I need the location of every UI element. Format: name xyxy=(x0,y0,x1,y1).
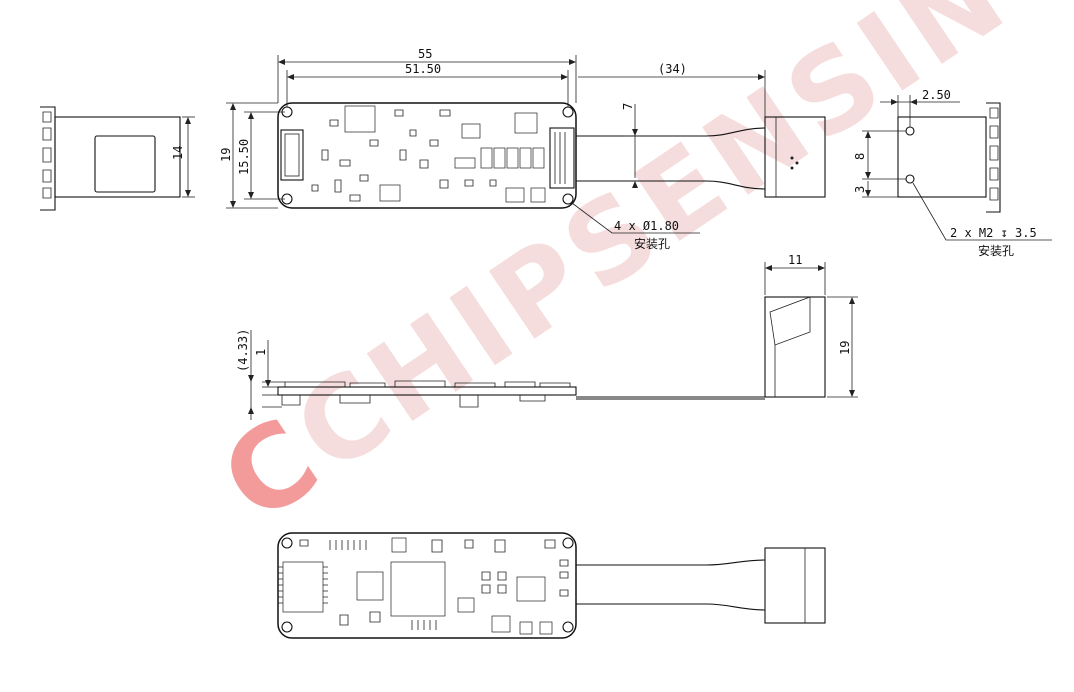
top-view: 7 55 51.50 (34) 19 xyxy=(219,47,826,251)
led-row xyxy=(480,147,545,169)
dim-side-overall: (4.33) xyxy=(236,329,250,372)
callout-board-holes-label: 安装孔 xyxy=(634,236,670,251)
connector-side-view: 11 19 xyxy=(764,253,858,398)
dim-side-thickness: 1 xyxy=(254,349,268,356)
board-side-view: 1 (4.33) xyxy=(236,329,765,420)
dim-hole-pitch-y: 15.50 xyxy=(237,139,251,175)
dim-right-hole-pitch: 8 xyxy=(853,153,867,160)
dim-connector-width: 11 xyxy=(788,253,802,267)
dim-left-height: 14 xyxy=(171,146,185,160)
dim-overall-length: 55 xyxy=(418,47,432,61)
dim-right-hole-offset: 2.50 xyxy=(922,88,951,102)
dim-hole-pitch-x: 51.50 xyxy=(405,62,441,76)
right-end-view: 2.50 8 3 2 x M2 ↧ 3.5 安装孔 xyxy=(853,88,1052,258)
left-end-view: 14 xyxy=(40,106,195,211)
callout-board-holes-spec: 4 x Ø1.80 xyxy=(614,219,679,233)
dim-cable-length: (34) xyxy=(658,62,687,76)
dim-connector-height: 19 xyxy=(838,341,852,355)
dim-right-hole-edge: 3 xyxy=(853,186,867,193)
callout-connector-holes-label: 安装孔 xyxy=(978,243,1014,258)
dim-cable-width: 7 xyxy=(621,103,635,110)
bottom-view xyxy=(277,532,826,639)
dim-board-height: 19 xyxy=(219,148,233,162)
callout-connector-holes-spec: 2 x M2 ↧ 3.5 xyxy=(950,226,1037,240)
